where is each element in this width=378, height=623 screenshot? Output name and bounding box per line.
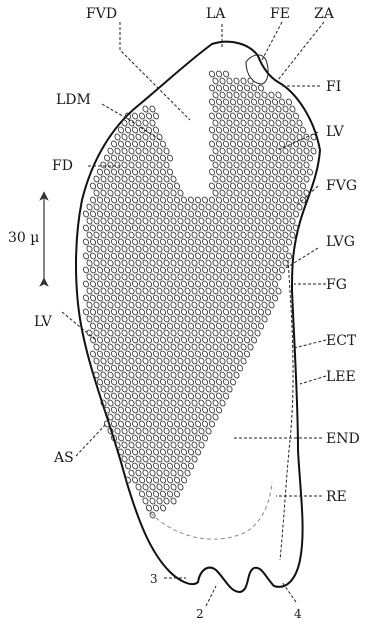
label-ldm: LDM: [56, 92, 91, 108]
label-lv-top: LV: [326, 124, 345, 140]
label-lvg: LVG: [326, 234, 355, 250]
label-3: 3: [150, 572, 158, 586]
label-fg: FG: [326, 277, 347, 293]
label-fi: FI: [326, 79, 341, 95]
label-lee: LEE: [326, 369, 356, 385]
label-2: 2: [196, 607, 204, 621]
label-as: AS: [53, 450, 74, 466]
label-ect: ECT: [326, 333, 357, 349]
label-end: END: [326, 431, 360, 447]
label-re: RE: [326, 489, 347, 505]
label-la: LA: [206, 6, 226, 22]
label-za: ZA: [314, 6, 335, 22]
label-fvd: FVD: [86, 6, 117, 22]
label-fvg: FVG: [326, 178, 357, 194]
label-4: 4: [294, 607, 302, 621]
label-fe: FE: [270, 6, 290, 22]
scale-label: 30 µ: [8, 230, 39, 246]
label-fd: FD: [52, 158, 73, 174]
label-lv-bottom: LV: [34, 314, 53, 330]
